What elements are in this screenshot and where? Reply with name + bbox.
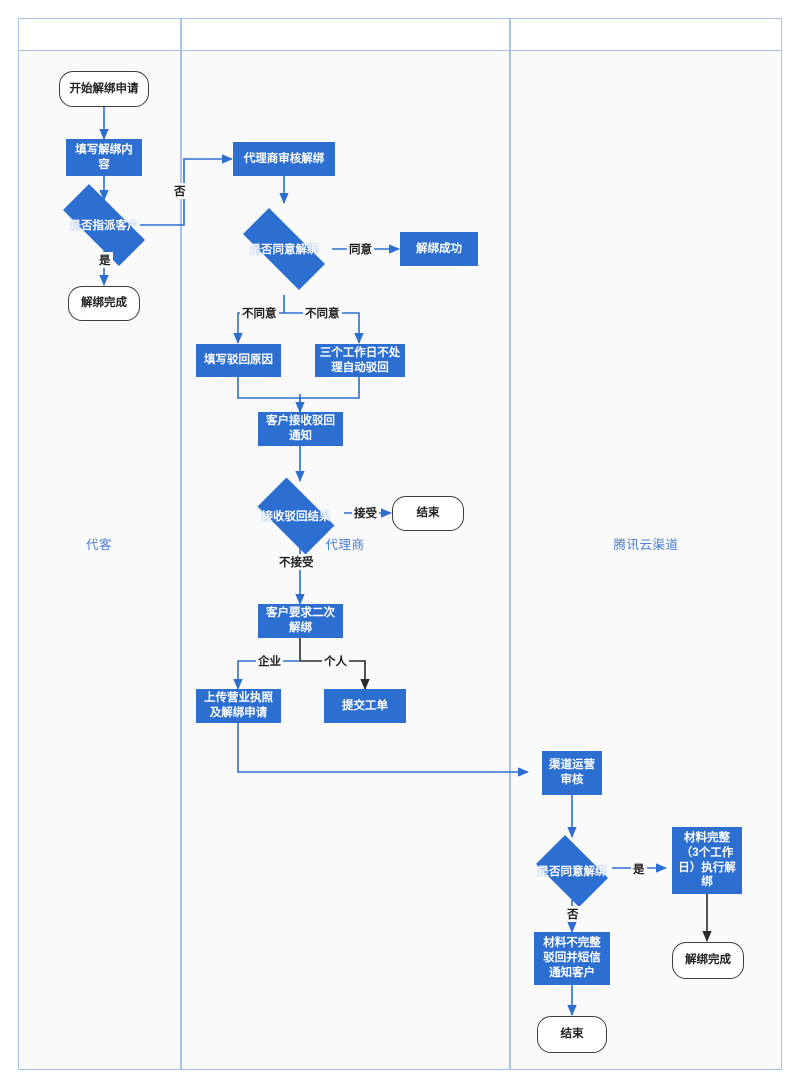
node-label: 是否指派客户: [69, 220, 139, 232]
node-fill-unbind-content[interactable]: 填写解绑内容: [66, 139, 142, 176]
lane-header-tencent: 腾讯云渠道: [613, 538, 679, 552]
node-upload-license-and-application[interactable]: 上传营业执照及解绑申请: [196, 689, 281, 723]
node-submit-ticket[interactable]: 提交工单: [324, 689, 406, 723]
edge-label-agree: 同意: [347, 241, 374, 257]
node-decision-receive-reject-result[interactable]: 接收驳回结果: [248, 477, 344, 555]
node-label: 接收驳回结果: [261, 511, 331, 523]
edge-label-not-accept: 不接受: [277, 554, 316, 570]
node-label: 是否同意解绑: [537, 866, 607, 878]
swimlane-header-row: [18, 18, 782, 51]
node-customer-receive-reject-notice[interactable]: 客户接收驳回通知: [258, 412, 343, 446]
node-unbind-success[interactable]: 解绑成功: [400, 232, 478, 266]
node-end-tencent[interactable]: 结束: [537, 1016, 607, 1053]
node-decision-assign-customer[interactable]: 是否指派客户: [48, 184, 160, 266]
node-materials-incomplete-reject-sms[interactable]: 材料不完整驳回并短信通知客户: [534, 932, 610, 985]
node-fill-reject-reason[interactable]: 填写驳回原因: [196, 344, 281, 377]
node-start-unbind-request[interactable]: 开始解绑申请: [59, 71, 149, 107]
node-materials-complete-execute-unbind[interactable]: 材料完整（3个工作日）执行解绑: [672, 827, 742, 894]
header-divider-2: [509, 18, 511, 51]
node-unbind-complete-customer[interactable]: 解绑完成: [68, 286, 140, 321]
node-label: 是否同意解绑: [249, 244, 319, 256]
node-auto-reject-three-days[interactable]: 三个工作日不处理自动驳回: [315, 344, 405, 377]
edge-label-individual: 个人: [322, 653, 349, 669]
node-end-agent[interactable]: 结束: [392, 496, 464, 531]
edge-label-enterprise: 企业: [256, 653, 283, 669]
edge-label-yes-channel: 是: [631, 861, 647, 877]
edge-label-yes-assign: 是: [97, 252, 113, 268]
edge-label-disagree-left: 不同意: [240, 305, 279, 321]
node-agent-review-unbind[interactable]: 代理商审核解绑: [233, 142, 335, 176]
edge-label-no-assign: 否: [172, 183, 188, 199]
node-channel-operation-review[interactable]: 渠道运营审核: [542, 751, 602, 795]
lane-divider-1: [180, 18, 182, 1070]
node-decision-agent-agree-unbind[interactable]: 是否同意解绑: [228, 208, 340, 290]
node-customer-request-second-unbind[interactable]: 客户要求二次解绑: [258, 604, 343, 638]
node-unbind-complete-tencent[interactable]: 解绑完成: [672, 942, 744, 979]
edge-label-no-channel: 否: [565, 906, 581, 922]
header-divider-1: [180, 18, 182, 51]
node-decision-channel-agree-unbind[interactable]: 是否同意解绑: [529, 835, 615, 907]
edge-label-accept: 接受: [352, 505, 379, 521]
lane-header-agent: 代理商: [325, 538, 365, 552]
lane-divider-2: [509, 18, 511, 1070]
edge-label-disagree-right: 不同意: [303, 305, 342, 321]
lane-header-customer: 代客: [85, 538, 112, 552]
